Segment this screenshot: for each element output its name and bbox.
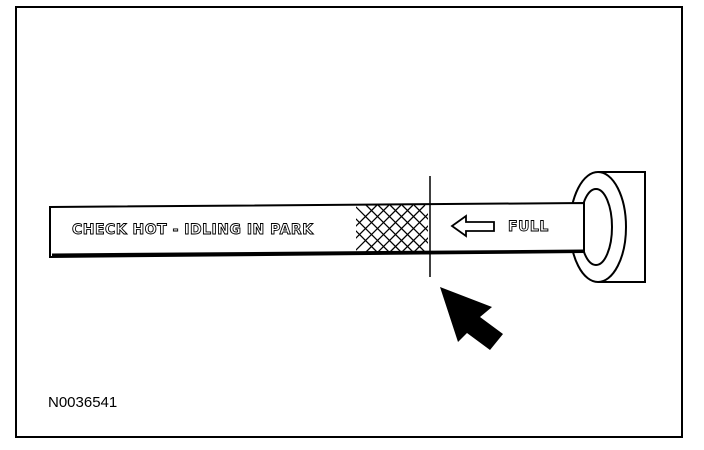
callout-arrow-icon [440,287,503,350]
figure-id: N0036541 [48,394,118,411]
dipstick-text-check: CHECK HOT - IDLING IN PARK [72,222,314,238]
figure-frame [15,6,683,438]
dipstick-tube [569,171,646,283]
dipstick-text-full: FULL [508,219,549,235]
crosshatch-zone [356,205,428,252]
dipstick-blade [49,201,585,259]
full-direction-arrow-icon [450,214,495,238]
